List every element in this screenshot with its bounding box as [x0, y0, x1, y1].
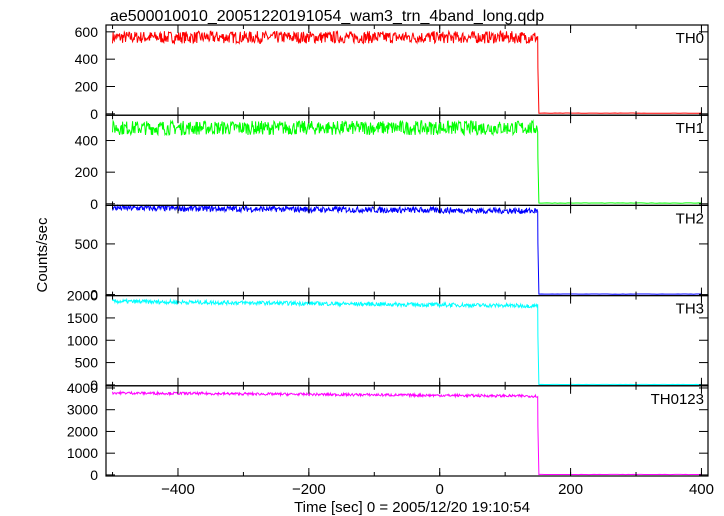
panel-TH2: 0 500 TH2	[75, 203, 709, 303]
y-tick-label: 600	[75, 24, 99, 40]
y-tick-label: 500	[75, 355, 99, 371]
x-tick-label: 200	[558, 481, 583, 498]
y-tick-label: 400	[75, 133, 99, 149]
series-label-TH3: TH3	[676, 301, 704, 318]
panel-frame	[105, 204, 709, 297]
y-tick-label: 1000	[67, 445, 98, 461]
y-tick-label: 1000	[67, 332, 98, 348]
series-line-TH0123	[112, 389, 702, 476]
chart-title: ae500010010_20051220191054_wam3_trn_4ban…	[110, 8, 544, 25]
y-axis-label: Counts/sec	[34, 217, 51, 293]
series-label-TH2: TH2	[676, 210, 704, 227]
series-line-TH3	[112, 297, 702, 386]
y-tick-label: 4000	[67, 380, 98, 396]
panel-TH1: 0 200 400 TH1	[75, 114, 709, 212]
y-tick-label: 3000	[67, 402, 98, 418]
series-line-TH2	[112, 203, 702, 295]
y-tick-label: 500	[75, 236, 99, 252]
x-axis-label: Time [sec] 0 = 2005/12/20 19:10:54	[294, 499, 530, 516]
x-tick-label: 400	[689, 481, 714, 498]
panel-frame	[105, 295, 709, 387]
y-tick-label: 0	[90, 106, 98, 122]
y-tick-label: 2000	[67, 423, 98, 439]
y-tick-label: 200	[75, 79, 99, 95]
series-label-TH0123: TH0123	[651, 391, 704, 408]
series-label-TH0: TH0	[676, 30, 704, 47]
y-tick-label: 2000	[67, 288, 98, 304]
series-line-TH0	[112, 29, 702, 114]
y-tick-label: 200	[75, 164, 99, 180]
y-tick-label: 1500	[67, 310, 98, 326]
y-tick-label: 0	[90, 287, 98, 303]
x-tick-label: −400	[161, 481, 195, 498]
series-label-TH1: TH1	[676, 120, 704, 137]
y-tick-label: 0	[90, 377, 98, 393]
panel-frame	[105, 385, 709, 477]
x-tick-label: −200	[292, 481, 326, 498]
series-line-TH1	[112, 119, 702, 204]
x-tick-label: 0	[436, 481, 444, 498]
y-tick-label: 0	[90, 467, 98, 483]
panel-TH0: 0 200 400 600 TH0	[75, 24, 709, 122]
y-tick-label: 0	[90, 196, 98, 212]
y-tick-label: 400	[75, 51, 99, 67]
